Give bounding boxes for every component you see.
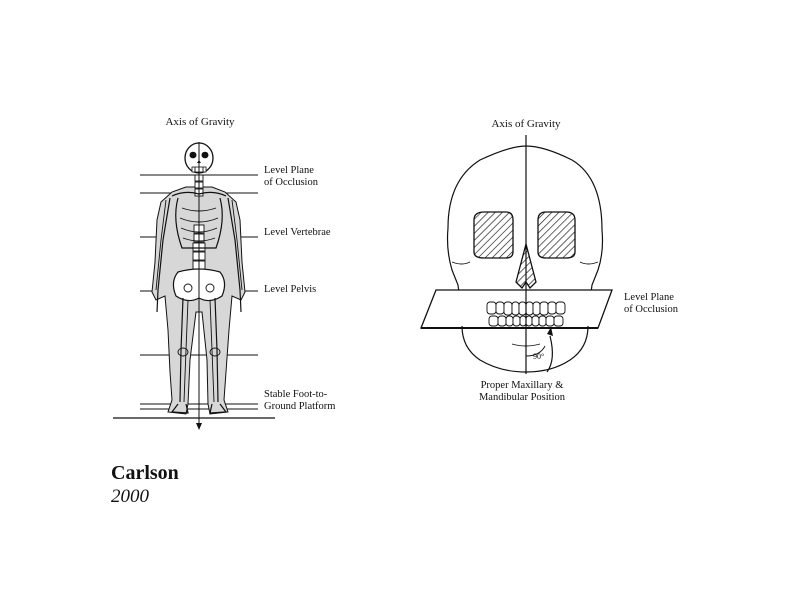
skull-position-line1: Proper Maxillary & xyxy=(480,380,564,391)
skeleton-foot-right xyxy=(209,403,228,414)
skeleton-axis-title: Axis of Gravity xyxy=(165,116,235,128)
skeleton-eye-left xyxy=(189,151,197,159)
skeleton-vertebrae-label: Level Vertebrae xyxy=(264,227,331,238)
skeleton-foot-line2: Ground Platform xyxy=(264,401,336,412)
skull-orbit-right xyxy=(537,211,576,259)
skull-teeth xyxy=(486,301,566,327)
skull-orbit-left xyxy=(473,211,514,259)
skull-position-line2: Mandibular Position xyxy=(478,392,566,403)
skeleton-arm-left xyxy=(156,197,171,313)
skull-mandible xyxy=(461,325,589,373)
skull-position-label: Proper Maxillary & Mandibular Position xyxy=(462,380,582,404)
skull-occlusion-label: Level Plane of Occlusion xyxy=(624,292,678,316)
skeleton-leg-left xyxy=(179,297,184,403)
citation-author: Carlson xyxy=(111,462,179,484)
skull-occlusion-line1: Level Plane xyxy=(624,292,674,303)
skeleton-arm-right xyxy=(227,197,242,313)
skeleton-foot-line1: Stable Foot-to- xyxy=(264,389,328,400)
citation-year: 2000 xyxy=(111,486,149,507)
skull-occlusion-line2: of Occlusion xyxy=(624,304,678,315)
gravity-arrow xyxy=(196,423,202,430)
skeleton-foot-left xyxy=(170,403,189,414)
skeleton-occlusion-line1: Level Plane xyxy=(264,165,314,176)
skeleton-pelvis-label: Level Pelvis xyxy=(264,284,317,295)
right-angle-arc xyxy=(525,345,546,357)
skeleton-occlusion-label: Level Plane of Occlusion xyxy=(264,165,318,189)
angle-label: 90° xyxy=(533,352,545,361)
skull-axis-title: Axis of Gravity xyxy=(491,118,561,130)
skeleton-occlusion-line2: of Occlusion xyxy=(264,177,318,188)
skeleton-eye-right xyxy=(201,151,209,159)
skeleton-leg-right xyxy=(214,297,219,403)
position-arrow xyxy=(546,335,553,373)
skeleton-foot-label: Stable Foot-to- Ground Platform xyxy=(264,389,335,413)
